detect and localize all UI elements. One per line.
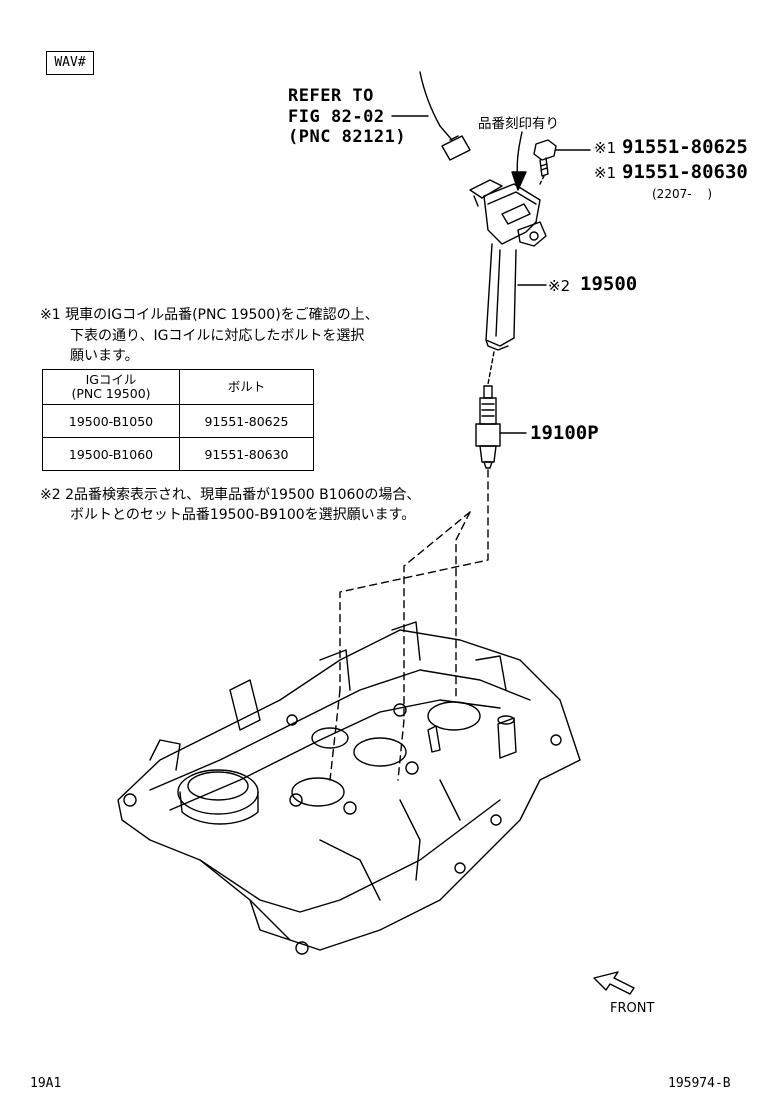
bolt-2-part-number: 91551-80630 (622, 161, 748, 183)
bolt-1-mark: ※1 (594, 139, 617, 157)
table-header-coil-line-2: (PNC 19500) (71, 386, 151, 401)
cylinder-head-cover (117, 621, 581, 955)
front-arrow-icon (593, 971, 635, 995)
ignition-coil (469, 179, 547, 351)
note-1-line-3: 願います。 (70, 348, 139, 364)
refer-line-3: (PNC 82121) (288, 127, 407, 147)
header-code-box: WAV# (46, 51, 94, 75)
bolt-2-date-range: (2207- ) (652, 187, 713, 201)
note-1-line-2: 下表の通り、IGコイルに対応したボルトを選択 (70, 328, 365, 344)
coil-mark: ※2 (548, 277, 571, 295)
coil-plug-axis (487, 351, 495, 385)
note-2-line-2: ボルトとのセット品番19500-B9100を選択願います。 (70, 507, 416, 523)
table-cell-bolt: 91551-80630 (179, 437, 314, 471)
bolt-1-part-number: 91551-80625 (622, 136, 748, 158)
table-cell-coil: 19500-B1050 (42, 404, 180, 438)
table-cell-bolt: 91551-80625 (179, 404, 314, 438)
note-2-line-1: ※2 2品番検索表示され、現車品番が19500 B1060の場合、 (40, 487, 421, 503)
bolt (533, 139, 591, 185)
note-1-line-1: ※1 現車のIGコイル品番(PNC 19500)をご確認の上、 (40, 307, 379, 323)
bolt-selection-table: IGコイル (PNC 19500) ボルト 19500-B1050 91551-… (42, 369, 314, 471)
table-cell-coil: 19500-B1060 (42, 437, 180, 471)
stamp-arrow (511, 131, 527, 191)
grommet (441, 135, 471, 161)
refer-line-2: FIG 82-02 (288, 107, 385, 127)
spark-plug (475, 385, 527, 469)
footer-right-code: 195974-B (668, 1076, 731, 1091)
coil-part-number: 19500 (580, 273, 638, 295)
bolt-2-mark: ※1 (594, 164, 617, 182)
table-row: 19500-B1060 91551-80630 (42, 437, 314, 471)
footer-left-code: 19A1 (30, 1076, 62, 1091)
table-header-bolt: ボルト (179, 369, 314, 405)
front-label: FRONT (610, 1001, 655, 1016)
plug-part-number: 19100P (530, 422, 599, 444)
refer-line-1: REFER TO (288, 86, 374, 106)
table-header-coil-line-1: IGコイル (85, 372, 137, 387)
install-guide-lines (329, 469, 489, 781)
table-row: 19500-B1050 91551-80625 (42, 404, 314, 438)
stamp-note-label: 品番刻印有り (478, 116, 559, 132)
refer-leader (391, 71, 453, 141)
